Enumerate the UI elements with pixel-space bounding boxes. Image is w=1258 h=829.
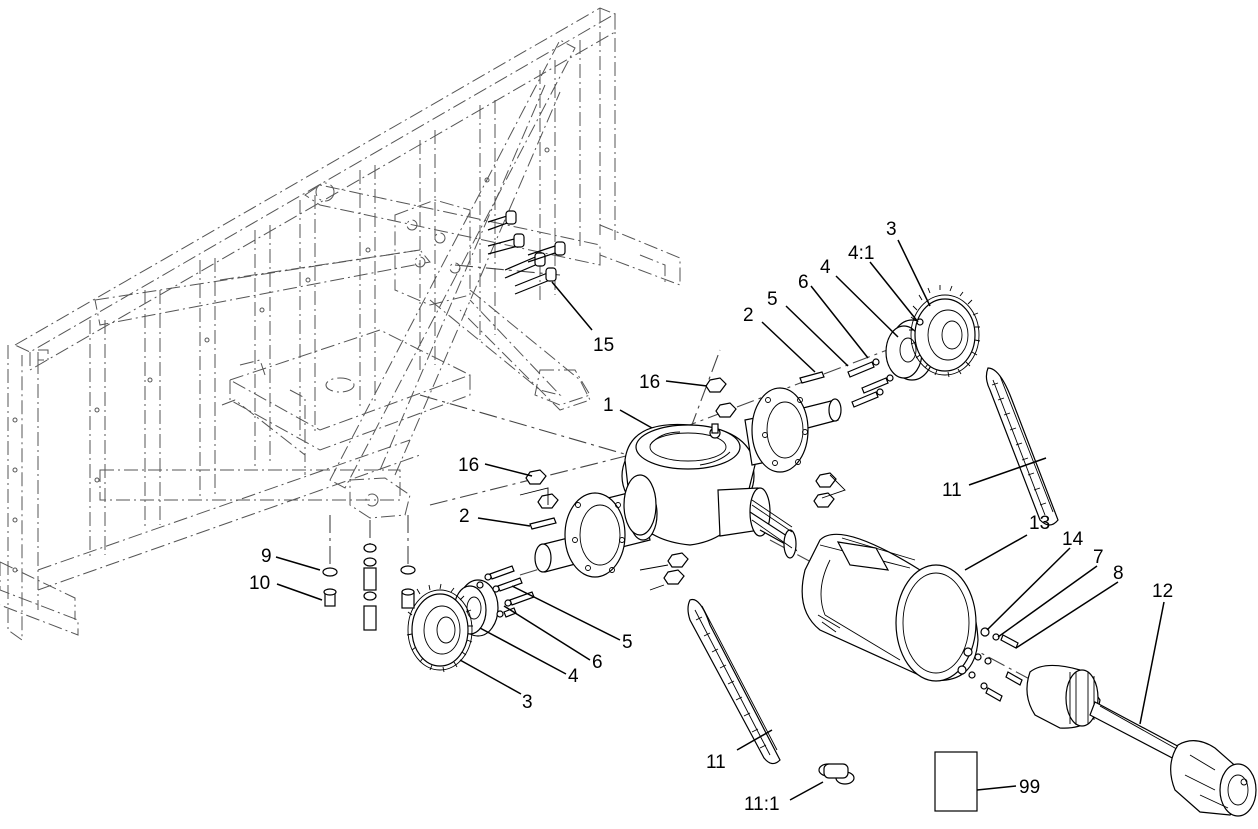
- callout-10: 10: [249, 573, 270, 594]
- decal-99: [934, 751, 978, 812]
- callout-6-lower: 6: [592, 652, 603, 673]
- callout-15: 15: [593, 335, 614, 356]
- callout-4-1: 4:1: [848, 243, 874, 264]
- callout-12: 12: [1152, 581, 1173, 602]
- driveline-shield: [801, 533, 979, 682]
- lower-hub-and-sprocket: [406, 565, 535, 673]
- callout-4-upper: 4: [820, 257, 831, 278]
- callout-13: 13: [1029, 513, 1050, 534]
- callout-16-upper: 16: [639, 372, 660, 393]
- callout-4-lower: 4: [568, 666, 579, 687]
- callout-3-lower: 3: [522, 692, 533, 713]
- bolts-15: [487, 210, 566, 295]
- upper-hub-and-sprocket: [847, 285, 981, 408]
- left-hardware: [322, 543, 416, 631]
- callout-3-upper: 3: [886, 219, 897, 240]
- callout-2-lower: 2: [459, 506, 470, 527]
- leader-lines: [275, 239, 1165, 801]
- callout-14: 14: [1062, 529, 1084, 550]
- callout-11-upper: 11: [942, 480, 962, 501]
- callout-labels: 3 4:1 4 6 5 2 15 16 1 16 2 9 10 5 6 4 3 …: [249, 219, 1173, 815]
- roller-chains: [687, 367, 1059, 785]
- callout-9: 9: [261, 546, 272, 567]
- pto-driveline: [1026, 664, 1257, 817]
- callout-8: 8: [1113, 563, 1124, 584]
- callout-7: 7: [1093, 547, 1104, 568]
- callout-1: 1: [603, 395, 614, 416]
- mounting-frame-phantom: [0, 7, 681, 641]
- callout-11-lower: 11: [706, 752, 726, 773]
- gearbox: [519, 371, 846, 591]
- callout-6-upper: 6: [798, 272, 809, 293]
- callout-99: 99: [1019, 777, 1040, 798]
- callout-11-1: 11:1: [744, 794, 780, 815]
- callout-5-lower: 5: [622, 632, 633, 653]
- shield-hardware: [957, 627, 1023, 702]
- callout-5-upper: 5: [767, 289, 778, 310]
- callout-16-lower: 16: [458, 455, 479, 476]
- callout-2-upper: 2: [743, 305, 754, 326]
